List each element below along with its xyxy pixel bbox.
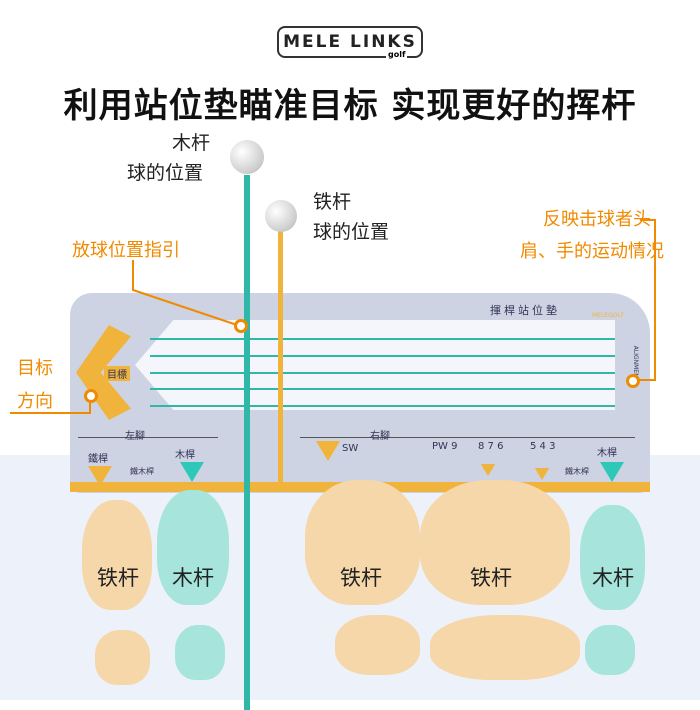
wood-triangle-icon [180,462,204,482]
foot-wood-right [580,505,645,610]
iron-line [278,225,283,485]
iron876-label: 8 7 6 [478,441,504,452]
wood-triangle-icon [600,462,624,482]
ball-guide-label: 放球位置指引 [72,240,180,261]
golf-ball-wood [230,140,264,174]
iron543-label: 5 4 3 [530,441,556,452]
sw-label: SW [342,443,359,454]
headline: 利用站位垫瞄准目标 实现更好的挥杆 [63,86,637,126]
foot-label: 铁杆 [340,566,382,590]
iron-triangle-icon [534,468,550,480]
mat-title: 揮桿站位墊 [490,304,560,317]
ball-guide-marker [234,319,248,333]
foot-iron-mid [305,480,420,605]
foot-label: 铁杆 [470,566,512,590]
iron-triangle-icon [88,466,112,486]
left-foot-label: 左腳 [125,431,145,442]
foot-label: 铁杆 [97,566,139,590]
wood-line [244,175,250,710]
foot-iron-left [82,500,152,610]
foot-wood-left [157,490,229,605]
brand-logo: MELE LINKS [277,26,423,58]
target-marker [84,389,98,403]
iron-ball-label: 铁杆 [313,191,352,213]
foot-iron-right [420,480,570,605]
foot-label: 木杆 [172,566,214,590]
hybrid-marker-label: 鐵木桿 [130,467,154,476]
target-label-2: 方向 [17,391,53,412]
mat-target-label: 目標 [104,366,130,381]
iron-ball-label-2: 球的位置 [313,221,390,243]
wood-marker-label: 木桿 [175,450,195,461]
mat-field [135,320,615,410]
wood-ball-label: 木杆 [172,132,211,154]
mat-brand: MELEGOLF [592,312,625,319]
sw-triangle-icon [316,441,340,461]
logo-sub: golf [386,50,408,59]
shoulder-label: 反映击球者头 [543,209,651,230]
foot-label: 木杆 [592,566,634,590]
shoulder-label-2: 肩、手的运动情况 [520,241,664,262]
iron-marker-label: 鐵桿 [88,454,108,465]
shoulder-marker [626,374,640,388]
wood-marker-label-right: 木桿 [597,448,617,459]
pw9-label: PW 9 [432,441,458,452]
wood-ball-label-2: 球的位置 [127,162,204,184]
right-foot-label: 右腳 [370,431,390,442]
hybrid-marker-label-right: 鐵木桿 [565,467,589,476]
pw-triangle-icon [480,464,496,476]
target-label: 目标 [17,358,53,379]
golf-ball-iron [265,200,297,232]
